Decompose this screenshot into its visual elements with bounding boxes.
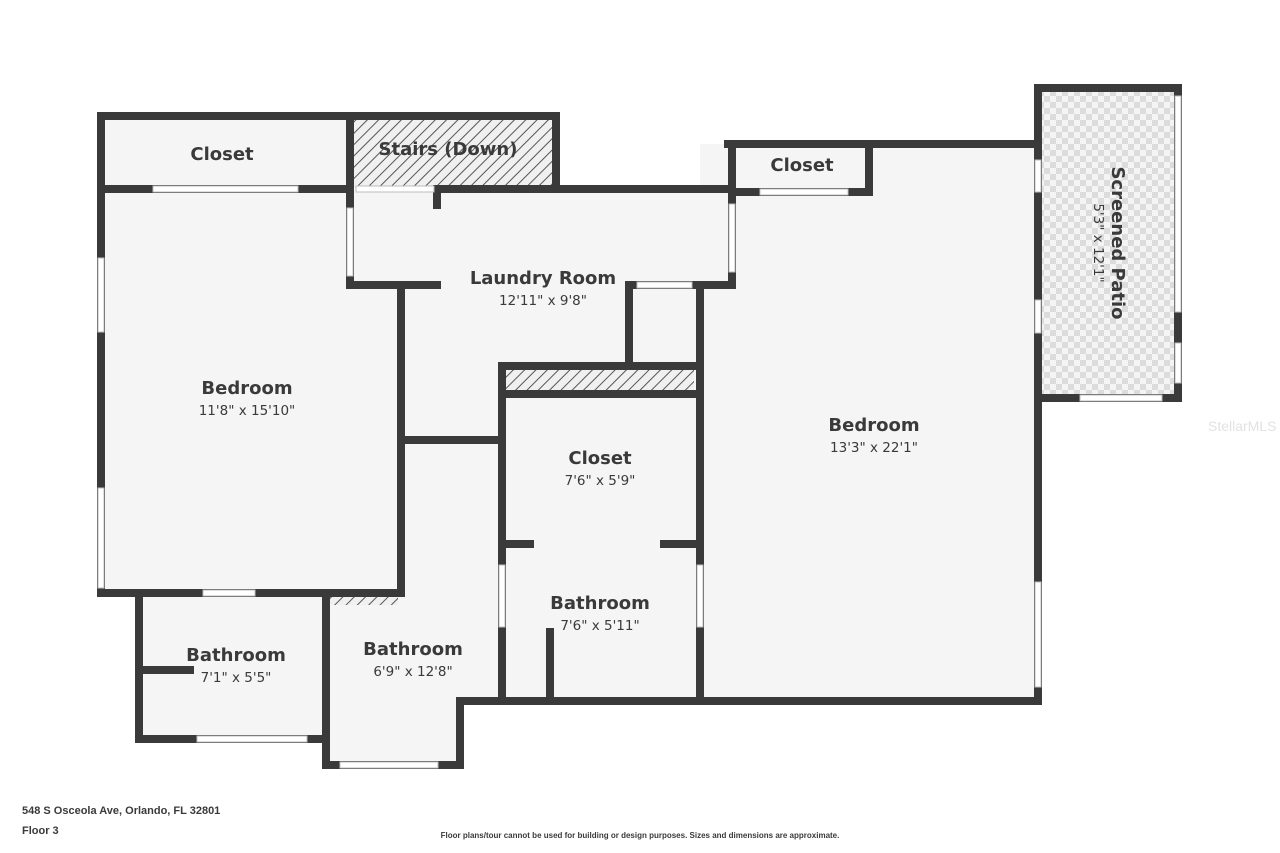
opening-patio-1 [1034,159,1042,193]
disclaimer-text: Floor plans/tour cannot be used for buil… [440,831,840,840]
dims-bedroom-left: 11'8" x 15'10" [199,403,296,419]
window-bedroom-right [1034,581,1042,688]
window-bedroom-left-2 [97,487,105,589]
floor-closet-left [103,116,350,189]
opening-nook [636,281,693,289]
shelf-hatch-center [506,370,694,390]
openings [97,95,1182,769]
floor-laundry [350,189,732,285]
opening-bathroom-center [498,564,506,628]
opening-bedroom-right-bath [696,564,704,628]
dims-laundry: 12'11" x 9'8" [499,293,587,309]
label-closet-center: Closet [568,448,632,469]
dims-bathroom-center: 7'6" x 5'11" [560,618,639,634]
window-patio-right-2 [1174,342,1182,384]
label-bedroom-right: Bedroom [828,415,919,436]
address-text: 548 S Osceola Ave, Orlando, FL 32801 [22,805,221,817]
stairs-hatch [354,118,553,188]
window-closet-left [152,185,299,193]
floor-bathroom-mid [326,593,460,765]
label-stairs: Stairs (Down) [379,139,518,160]
label-laundry: Laundry Room [470,268,616,289]
opening-bathroom-small [202,589,256,597]
room-labels: Closet Stairs (Down) Closet Laundry Room… [186,139,1128,686]
window-bathroom-small [196,735,308,743]
floor-label: Floor 3 [22,825,59,837]
opening-laundry-right [728,203,736,273]
window-bedroom-left-1 [97,257,105,333]
watermark-text: StellarMLS [1208,418,1277,434]
patio-floor [1040,90,1176,396]
dims-bedroom-right: 13'3" x 22'1" [830,440,918,456]
label-bathroom-mid: Bathroom [363,639,463,660]
label-bedroom-left: Bedroom [201,378,292,399]
label-closet-right: Closet [770,155,834,176]
dims-patio: 5'3" x 12'1" [1090,203,1106,282]
opening-closet-right [759,188,849,196]
label-patio: Screened Patio [1107,166,1128,319]
dims-closet-center: 7'6" x 5'9" [565,473,636,489]
dims-bathroom-small: 7'1" x 5'5" [201,670,272,686]
window-patio-right-1 [1174,95,1182,313]
floor-bedroom-right [700,144,1038,701]
label-bathroom-small: Bathroom [186,645,286,666]
label-bathroom-center: Bathroom [550,593,650,614]
window-bathroom-mid [339,761,439,769]
opening-stairs [355,185,435,193]
opening-patio-2 [1034,299,1042,334]
shelf-hatch-bath [330,597,398,605]
window-patio-bottom [1079,394,1163,402]
opening-laundry-left [346,207,354,277]
label-closet-left: Closet [190,144,254,165]
dims-bathroom-mid: 6'9" x 12'8" [373,664,452,680]
